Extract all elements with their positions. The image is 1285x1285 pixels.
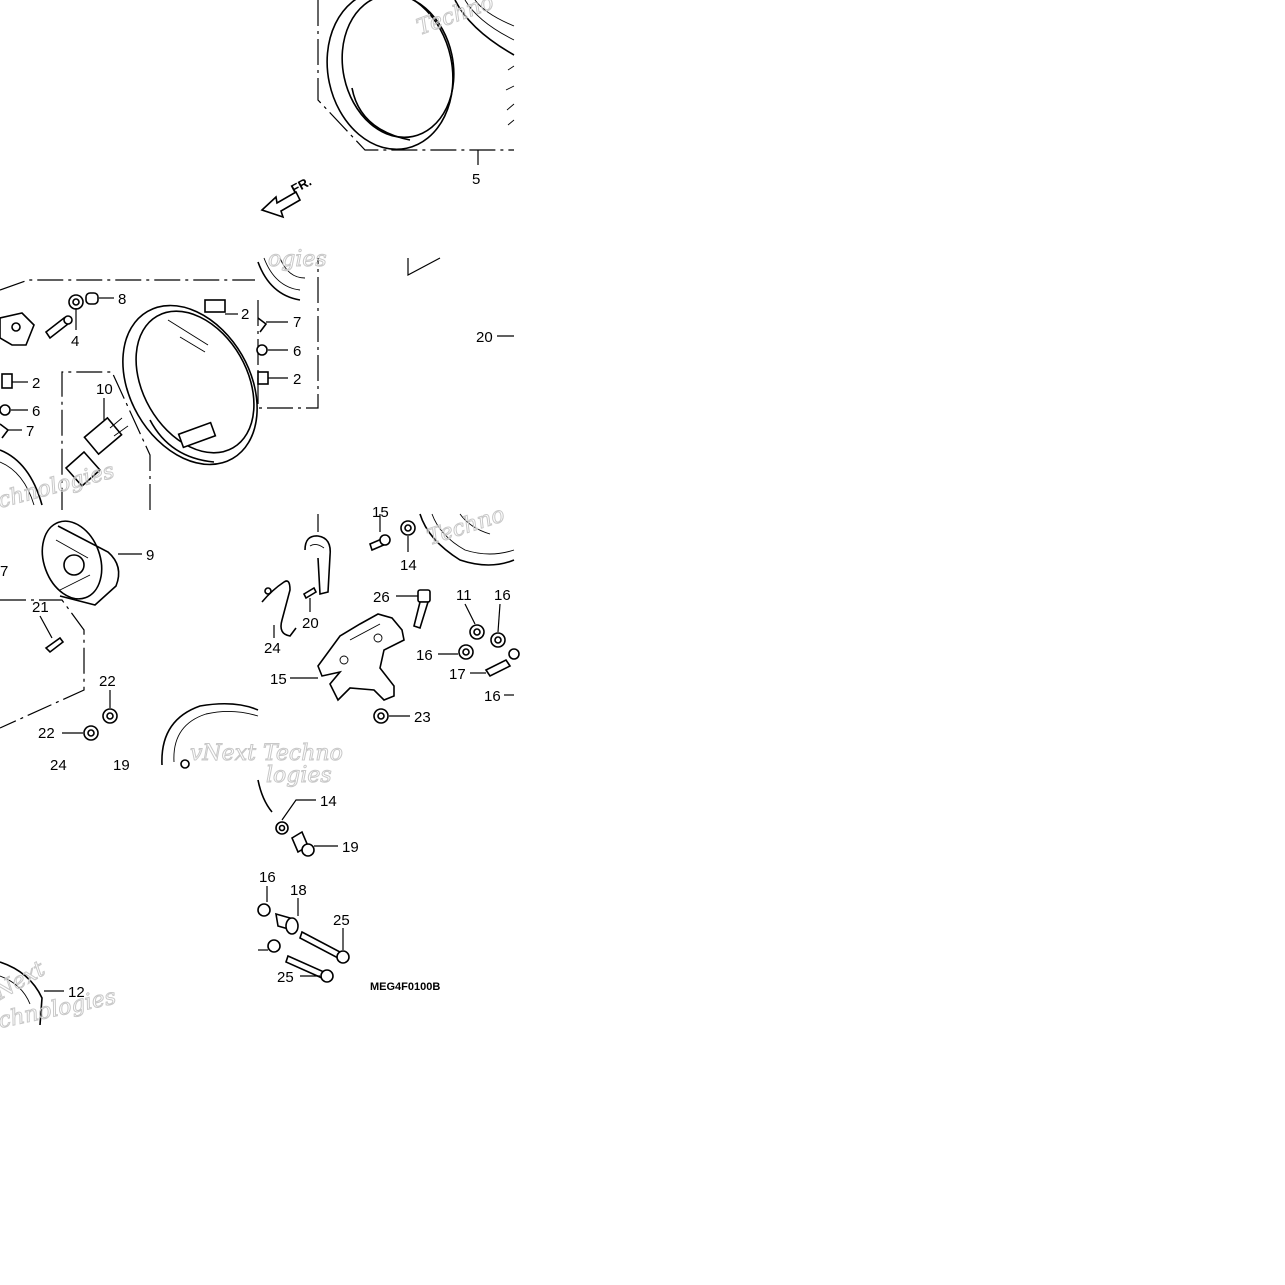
headlight-case [122, 299, 258, 466]
callout-5: 5 [472, 171, 480, 188]
callout-15: 15 [270, 671, 287, 688]
wire-guide [261, 580, 297, 637]
watermark: vNext Techno [190, 741, 343, 766]
collar [469, 624, 485, 640]
screw [44, 636, 65, 654]
callout-2: 2 [241, 306, 249, 323]
callout-8: 8 [118, 291, 126, 308]
callout-14: 14 [320, 793, 337, 810]
callout-20: 20 [302, 615, 319, 632]
cable-clamp [304, 535, 332, 596]
callout-4: 4 [71, 333, 79, 350]
callout-12: 12 [68, 984, 85, 1001]
headlight-bulb [64, 416, 129, 488]
callout-7: 7 [26, 423, 34, 440]
headlight-rim [326, 0, 455, 151]
callout-14: 14 [400, 557, 417, 574]
headlight-stay [317, 613, 405, 702]
nut [68, 294, 84, 310]
callout-25: 25 [277, 969, 294, 986]
front-arrow-label: FR. [288, 174, 314, 197]
callout-16: 16 [484, 688, 501, 705]
watermark: logies [266, 763, 332, 788]
callout-17: 17 [449, 666, 466, 683]
callout-21: 21 [32, 599, 49, 616]
long-bolt [285, 954, 334, 983]
bolt [369, 534, 391, 552]
callout-10: 10 [96, 381, 113, 398]
bushing [458, 644, 474, 660]
callout-22: 22 [38, 725, 55, 742]
headlight-lens-edge [454, 0, 515, 126]
bottom-cover [41, 520, 120, 606]
callout-7: 7 [0, 563, 8, 580]
callout-2: 2 [32, 375, 40, 392]
tile-top: 5 Techno [317, 0, 515, 188]
tile-middle-right: Techno 20 24 15 14 [261, 502, 520, 726]
callout-16: 16 [494, 587, 511, 604]
callout-6: 6 [32, 403, 40, 420]
collar [275, 821, 289, 835]
callout-20: 20 [476, 329, 493, 346]
callout-7: 7 [293, 314, 301, 331]
pin [484, 658, 512, 678]
nut [83, 725, 99, 741]
callout-16: 16 [259, 869, 276, 886]
callout-22: 22 [99, 673, 116, 690]
callout-24: 24 [264, 640, 281, 657]
front-arrow: FR. [260, 174, 314, 219]
callout-24: 24 [50, 757, 67, 774]
bolt [290, 830, 315, 857]
clip [257, 317, 268, 333]
callout-15: 15 [372, 504, 389, 521]
callout-19: 19 [113, 757, 130, 774]
bushing [490, 632, 506, 648]
tile-middle: 9 7 21 22 22 24 19 vNext Techno [0, 520, 343, 774]
callout-11: 11 [456, 587, 472, 604]
nut [373, 708, 389, 724]
nut [102, 708, 118, 724]
watermark: chnologies [0, 459, 117, 514]
long-bolt [299, 930, 350, 964]
tile-bottom-left: 12 Next chnologies [0, 956, 119, 1034]
watermark: ogies [268, 247, 327, 272]
callout-2: 2 [293, 371, 301, 388]
collar [400, 520, 416, 536]
callout-9: 9 [146, 547, 154, 564]
callout-19: 19 [342, 839, 359, 856]
bolt [44, 315, 73, 340]
callout-26: 26 [373, 589, 390, 606]
callout-25: 25 [333, 912, 350, 929]
callout-23: 23 [414, 709, 431, 726]
callout-6: 6 [293, 343, 301, 360]
tile-lower: logies 14 19 16 18 25 [257, 763, 440, 993]
watermark: Techno [424, 502, 508, 550]
callout-16: 16 [416, 647, 433, 664]
collar [85, 292, 99, 305]
mount-bracket [0, 312, 35, 346]
callout-18: 18 [290, 882, 307, 899]
screw [302, 586, 318, 600]
drawing-code: MEG4F0100B [370, 981, 440, 993]
collar-sleeve [275, 912, 299, 935]
tile-middle-left: 8 4 2 7 6 2 2 6 7 10 [0, 247, 514, 514]
